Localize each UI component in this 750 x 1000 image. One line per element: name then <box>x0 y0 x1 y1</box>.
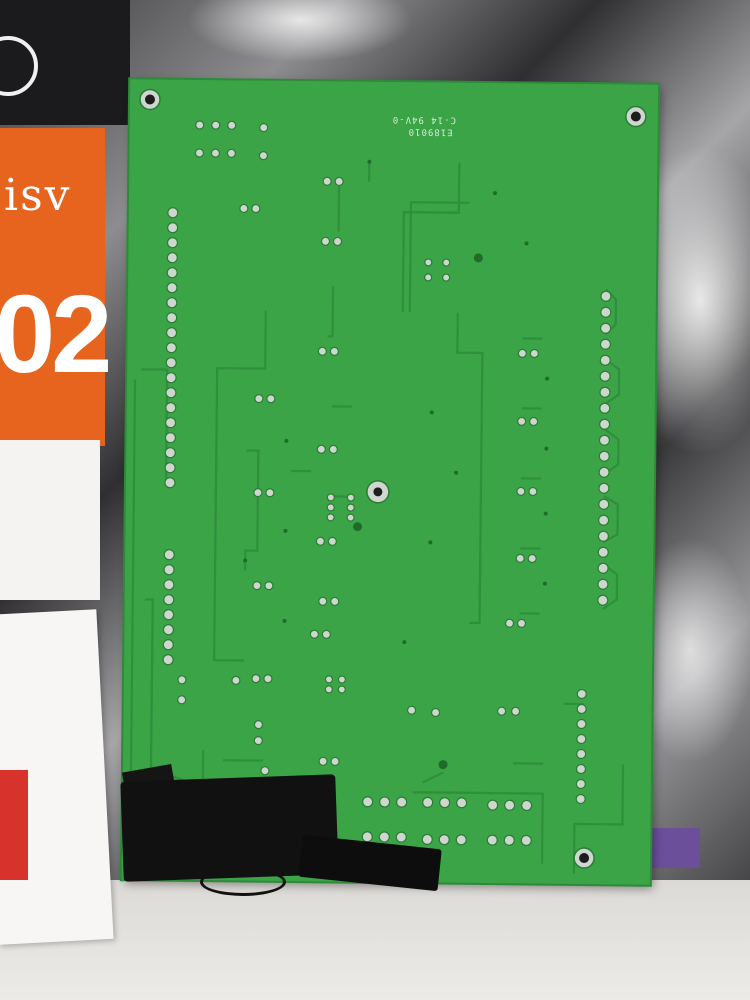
silkscreen-number: E189010 <box>407 126 453 137</box>
center-mount-hole <box>373 487 383 497</box>
pcb-traces <box>129 161 625 874</box>
pcb-pads <box>162 120 612 847</box>
box-white-panel <box>0 440 100 600</box>
red-card-stripe <box>0 770 28 880</box>
box-print-text-big: 02 <box>0 273 112 396</box>
box-print-text-top: isv <box>4 170 72 221</box>
pcb-artwork <box>129 88 647 874</box>
table-surface <box>0 880 750 1000</box>
pcb-board: C-14 94V-0 E189010 <box>121 79 659 885</box>
pcb-vias <box>243 159 550 770</box>
box-dark-panel <box>0 0 130 125</box>
box-orange-panel <box>0 128 105 446</box>
silkscreen-code: C-14 94V-0 <box>391 113 457 125</box>
circle-logo-icon <box>0 36 38 96</box>
tape-roll-edge <box>200 868 286 896</box>
